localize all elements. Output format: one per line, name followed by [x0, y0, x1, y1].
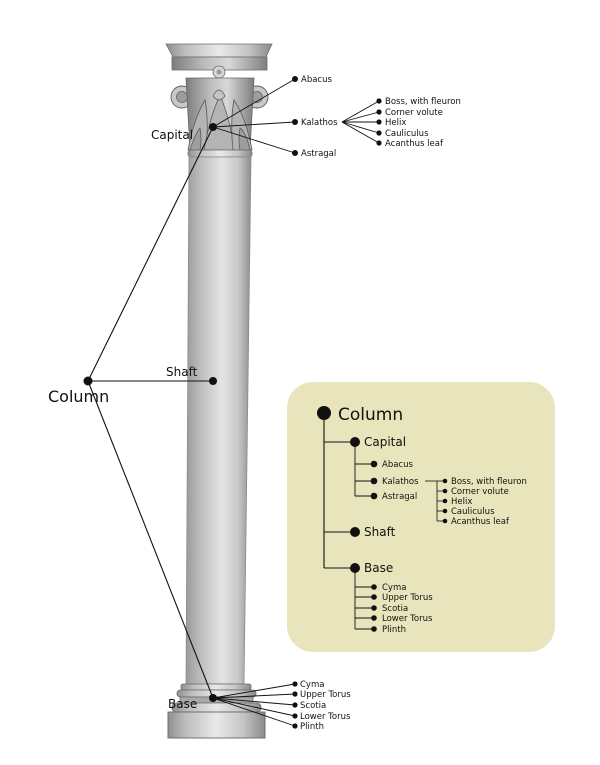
legend-base-part: Cyma: [382, 583, 406, 593]
shaft-dot: [209, 377, 217, 385]
legend-capital-part: Kalathos: [382, 477, 419, 487]
column-label: Column: [48, 387, 109, 406]
capital-label: Capital: [151, 128, 193, 142]
legend-capital-label: Capital: [364, 435, 406, 449]
column-dot: [84, 377, 93, 386]
legend-kalathos-part: Helix: [451, 497, 472, 507]
base-callout-dots: [292, 681, 297, 728]
base-part-label: Scotia: [300, 701, 326, 711]
base-part-label: Cyma: [300, 680, 324, 690]
legend-kalathos-part: Corner volute: [451, 487, 509, 497]
legend-base-part: Lower Torus: [382, 614, 433, 624]
abacus-label: Abacus: [301, 75, 332, 85]
kalathos-part-label: Corner volute: [385, 108, 443, 118]
legend-kalathos-part: Cauliculus: [451, 507, 495, 517]
legend-kalathos-part: Acanthus leaf: [451, 517, 510, 527]
legend-base-part: Plinth: [382, 625, 406, 635]
kalathos-part-label: Cauliculus: [385, 129, 429, 139]
base-label: Base: [168, 697, 197, 711]
legend-column-label: Column: [338, 405, 403, 425]
legend-base-label: Base: [364, 561, 393, 575]
astragal-label: Astragal: [301, 149, 336, 159]
boss-fleuron-shape: [213, 66, 225, 78]
astragal-ring: [188, 150, 252, 157]
column-illustration: [166, 44, 272, 738]
base-part-label: Upper Torus: [300, 690, 351, 700]
legend-capital-part: Astragal: [382, 492, 417, 502]
kalathos-part-label: Boss, with fleuron: [385, 97, 461, 107]
legend-base-part: Scotia: [382, 604, 408, 614]
legend-background: [287, 382, 555, 652]
legend-base-part: Upper Torus: [382, 593, 433, 603]
shaft-body: [186, 157, 251, 684]
legend-kalathos-part: Boss, with fleuron: [451, 477, 527, 487]
legend-shaft-label: Shaft: [364, 525, 396, 539]
legend-capital-part: Abacus: [382, 460, 413, 470]
kalathos-label: Kalathos: [301, 118, 338, 128]
capital-callout-dots: [292, 76, 382, 156]
base-part-label: Lower Torus: [300, 712, 351, 722]
base-part-label: Plinth: [300, 722, 324, 732]
kalathos-part-label: Acanthus leaf: [385, 139, 444, 149]
abacus-slab: [166, 44, 272, 57]
shaft-label: Shaft: [166, 365, 198, 379]
legend-panel: Column Capital Abacus Kalathos Astragal …: [287, 382, 555, 652]
kalathos-part-label: Helix: [385, 118, 406, 128]
